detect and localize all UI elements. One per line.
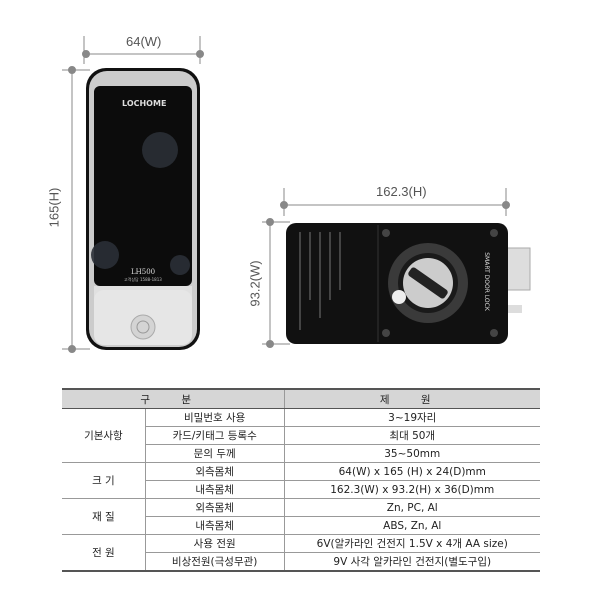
item-label: 사용 전원: [144, 534, 285, 553]
header-category: 구 분: [62, 388, 285, 409]
smart-door-lock-text: SMART DOOR LOCK: [482, 252, 490, 311]
table-row: 기본사항 비밀번호 사용 3~19자리: [62, 408, 540, 463]
item-spec: 64(W) x 165 (H) x 24(D)mm: [283, 462, 540, 481]
item-spec: ABS, Zn, Al: [283, 516, 540, 535]
item-spec: 최대 50개: [283, 426, 540, 445]
item-label: 내측몸체: [145, 516, 285, 535]
item-spec: Zn, PC, Al: [283, 498, 540, 517]
inner-width-label: 162.3(H): [376, 184, 427, 199]
item-label: 비밀번호 사용: [144, 408, 285, 427]
item-spec: 6V(알카라인 건전지 1.5V x 4개 AA size): [283, 534, 540, 553]
item-spec: 3~19자리: [283, 408, 540, 427]
support-phone: 고객상담 1588-1813: [124, 277, 162, 282]
table-row: 비상전원(극성무관)9V 사각 알카라인 건전지(별도구입): [62, 552, 540, 572]
item-spec: 35~50mm: [283, 444, 540, 463]
item-label: 카드/키태그 등록수: [145, 426, 285, 445]
table-header-row: 구 분 제 원: [62, 388, 540, 409]
item-spec: 9V 사각 알카라인 건전지(별도구입): [283, 552, 540, 572]
item-label: 외측몸체: [144, 498, 285, 517]
item-label: 문의 두께: [145, 444, 285, 463]
outer-height-label: 165(H): [46, 187, 62, 228]
model-name: LH500: [131, 268, 156, 276]
group-category: 전 원: [62, 534, 146, 572]
group-category: 크 기: [62, 462, 146, 499]
brand-logo: LOCHOME: [122, 99, 167, 108]
group-category: 기본사항: [62, 408, 146, 463]
inner-height-label: 93.2(W): [247, 260, 263, 307]
item-label: 외측몸체: [144, 462, 285, 481]
item-label: 내측몸체: [145, 480, 285, 499]
group-category: 재 질: [62, 498, 146, 535]
outer-unit-drawing: [62, 36, 531, 353]
outer-width-label: 64(W): [126, 34, 162, 49]
header-spec: 제 원: [283, 388, 540, 409]
item-spec: 162.3(W) x 93.2(H) x 36(D)mm: [283, 480, 540, 499]
item-label: 비상전원(극성무관): [145, 552, 285, 572]
